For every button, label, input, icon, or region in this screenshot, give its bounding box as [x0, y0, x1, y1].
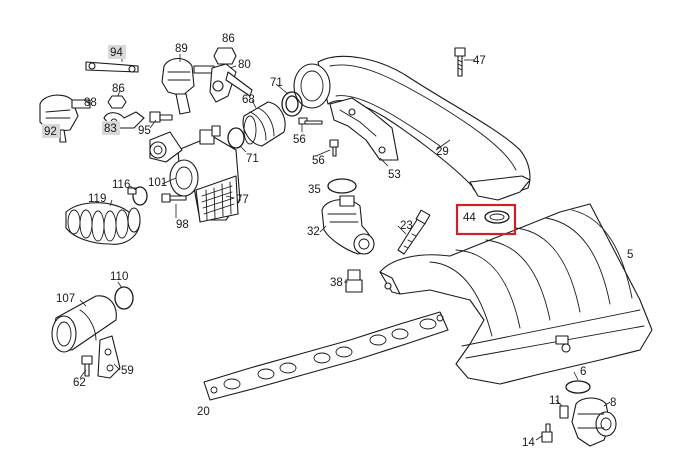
seal-ring-110[interactable] [114, 286, 134, 310]
seal-ring-35[interactable] [327, 178, 357, 194]
callout-107[interactable]: 107 [56, 293, 75, 305]
callout-44[interactable]: 44 [463, 212, 476, 224]
callout-68[interactable]: 68 [242, 94, 255, 106]
label-highlight-92 [42, 124, 60, 138]
intake-manifold-5[interactable] [379, 203, 653, 385]
callout-71b[interactable]: 71 [246, 153, 259, 165]
hose-clamp-116[interactable] [127, 186, 148, 206]
valve-32[interactable] [321, 195, 375, 255]
callout-98[interactable]: 98 [176, 219, 189, 231]
callout-11[interactable]: 11 [549, 395, 561, 407]
callout-101[interactable]: 101 [148, 177, 167, 189]
seal-ring-71b[interactable] [227, 127, 245, 149]
seal-ring-71a[interactable] [281, 91, 303, 117]
callout-14[interactable]: 14 [522, 437, 535, 449]
callout-56b[interactable]: 56 [312, 155, 325, 167]
part-80[interactable] [209, 63, 253, 103]
corrugated-hose-119[interactable] [65, 202, 141, 245]
callout-86a[interactable]: 86 [222, 33, 235, 45]
callout-8[interactable]: 8 [610, 397, 616, 409]
manifold-gasket-20[interactable] [203, 311, 449, 401]
callout-labels: 94 89 86 80 47 88 86 92 83 95 71 68 71 5… [44, 33, 633, 449]
callout-83[interactable]: 83 [104, 123, 117, 135]
callout-35[interactable]: 35 [308, 184, 321, 196]
screw-56b[interactable] [329, 139, 339, 157]
callout-88[interactable]: 88 [84, 97, 97, 109]
callout-20[interactable]: 20 [197, 406, 210, 418]
callout-6[interactable]: 6 [580, 366, 586, 378]
nut-86b[interactable] [107, 95, 127, 109]
rubber-sleeve-68[interactable] [242, 101, 286, 147]
plug-11[interactable] [559, 405, 569, 419]
seal-ring-71a-inner [285, 95, 299, 113]
callout-94[interactable]: 94 [110, 47, 123, 59]
callout-59[interactable]: 59 [121, 365, 134, 377]
callout-62[interactable]: 62 [73, 377, 86, 389]
screw-56a[interactable] [298, 117, 323, 125]
nut-86a[interactable] [213, 47, 237, 65]
throttle-housing-77[interactable] [177, 125, 241, 223]
bolt-23[interactable] [397, 209, 431, 255]
gasket-44[interactable] [484, 210, 510, 224]
callout-86b[interactable]: 86 [112, 83, 125, 95]
vacuum-unit-92[interactable] [39, 94, 91, 143]
link-rod-94[interactable] [85, 61, 139, 73]
callout-5[interactable]: 5 [627, 249, 633, 261]
sensor-8[interactable] [571, 397, 617, 447]
elbow-pipe-107[interactable] [51, 295, 117, 353]
callout-47[interactable]: 47 [473, 55, 486, 67]
label-highlight-83 [102, 121, 120, 135]
screw-62[interactable] [81, 355, 93, 377]
callout-110[interactable]: 110 [110, 271, 128, 283]
callout-53[interactable]: 53 [388, 169, 401, 181]
callout-80[interactable]: 80 [238, 59, 251, 71]
callout-32[interactable]: 32 [307, 226, 320, 238]
screw-98[interactable] [161, 193, 187, 203]
callout-23[interactable]: 23 [400, 220, 413, 232]
intake-pipe-29[interactable] [293, 55, 531, 201]
callout-95[interactable]: 95 [138, 125, 151, 137]
seal-ring-6[interactable] [565, 380, 591, 394]
plug-38[interactable] [345, 269, 363, 293]
bolt-47[interactable] [454, 47, 466, 77]
screw-14[interactable] [541, 423, 553, 443]
bracket-53[interactable] [329, 97, 399, 161]
label-highlight-94 [108, 45, 126, 59]
throttle-actuator[interactable] [149, 131, 199, 197]
callout-116[interactable]: 116 [112, 179, 130, 191]
callout-71a[interactable]: 71 [270, 77, 283, 89]
screw-95[interactable] [149, 111, 173, 123]
callout-77[interactable]: 77 [236, 194, 249, 206]
actuator-89[interactable] [161, 57, 215, 115]
callout-89[interactable]: 89 [175, 43, 188, 55]
focus-box [455, 203, 517, 236]
callout-92[interactable]: 92 [44, 126, 57, 138]
callout-119[interactable]: 119 [88, 193, 106, 205]
leader-lines [79, 52, 611, 441]
callout-29[interactable]: 29 [436, 146, 449, 158]
callout-38[interactable]: 38 [330, 277, 343, 289]
callout-56a[interactable]: 56 [293, 134, 306, 146]
bracket-59[interactable] [97, 335, 121, 379]
